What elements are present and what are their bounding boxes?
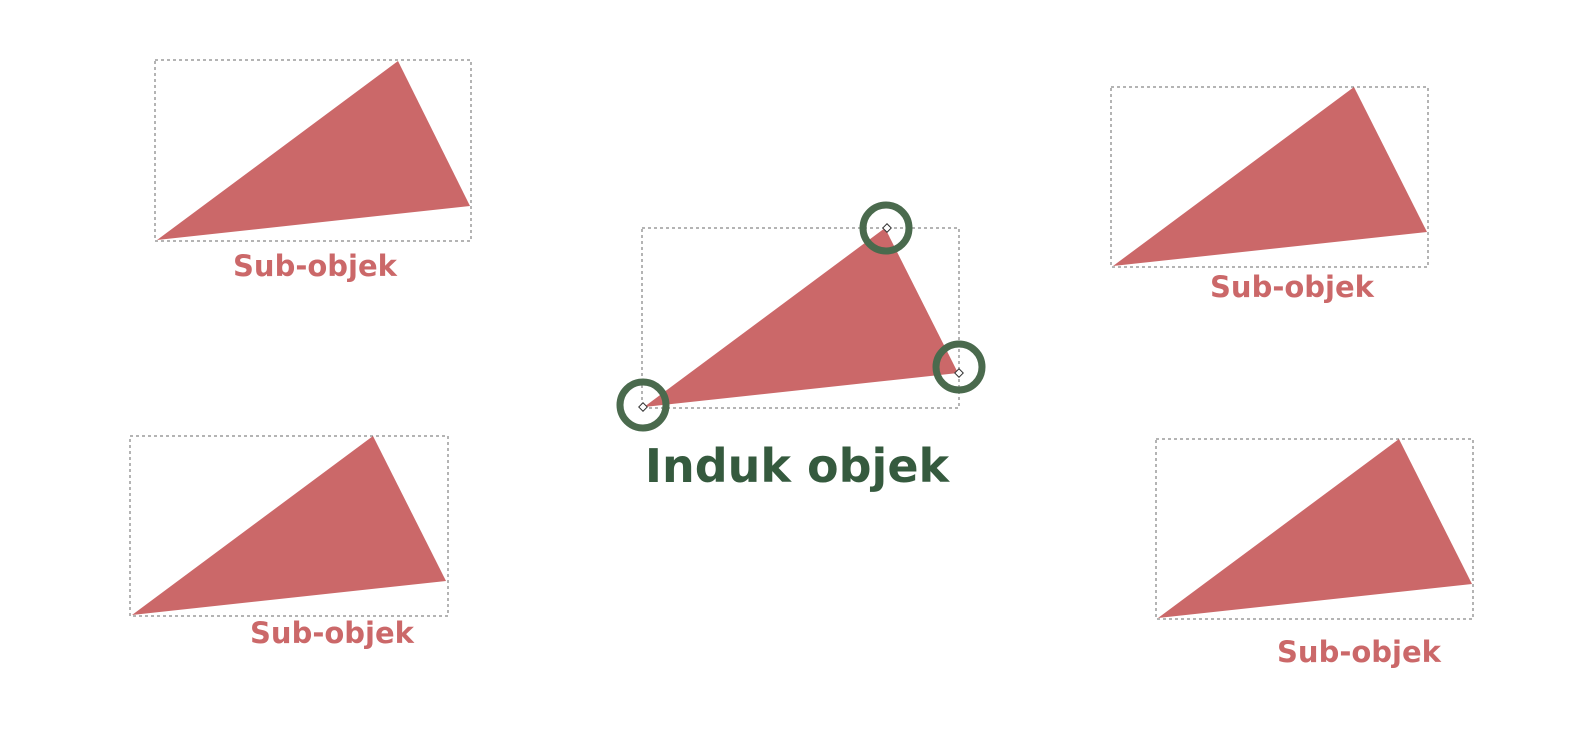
sub-object-label: Sub-objek [1277, 635, 1442, 669]
vertex-handle-top[interactable] [882, 223, 892, 233]
bounding-box [1155, 438, 1474, 620]
sub-object-top-right: Sub-objek [1110, 86, 1429, 304]
sub-object-bottom-right: Sub-objek [1155, 438, 1474, 669]
sub-object-top-left: Sub-objek [154, 59, 472, 283]
vertex-ring-top [859, 201, 913, 255]
vertex-ring-left [616, 378, 670, 432]
vertex-handle-left[interactable] [638, 402, 648, 412]
sub-object-label: Sub-objek [250, 616, 415, 650]
parent-object-label: Induk objek [645, 439, 951, 493]
vertex-handle-right[interactable] [954, 368, 964, 378]
bounding-box [1110, 86, 1429, 268]
triangle-shape [644, 228, 958, 407]
vertex-ring-right [932, 340, 986, 394]
triangle-shape [132, 436, 446, 615]
sub-object-label: Sub-objek [1210, 270, 1375, 304]
triangle-shape [1113, 87, 1427, 266]
triangle-shape [1158, 439, 1472, 618]
parent-object: Induk objek [616, 201, 986, 493]
bounding-box [641, 227, 960, 409]
bounding-box [154, 59, 472, 242]
bounding-box [129, 435, 449, 617]
sub-object-bottom-left: Sub-objek [129, 435, 449, 650]
triangle-shape [157, 61, 470, 240]
sub-object-label: Sub-objek [233, 249, 398, 283]
